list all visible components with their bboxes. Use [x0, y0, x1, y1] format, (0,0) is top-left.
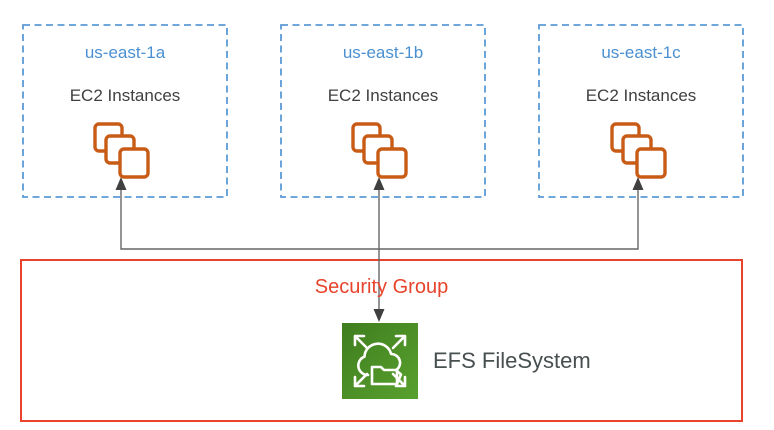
ec2-instances-stack-icon [610, 122, 667, 179]
az-title-us-east-1c: us-east-1c [601, 43, 681, 62]
efs-cloud-folder-expand-icon [342, 323, 418, 399]
az-service-label: EC2 Instances [69, 86, 181, 105]
ec2-instances-stack-icon [351, 122, 408, 179]
az-box-us-east-1a [22, 24, 228, 198]
ec2-instances-stack-icon [93, 122, 150, 179]
security-group-label: Security Group [314, 276, 449, 298]
efs-filesystem-label: EFS FileSystem [433, 348, 591, 373]
arrowhead-down-efs [373, 309, 385, 322]
az-box-us-east-1c [538, 24, 744, 198]
az-service-label: EC2 Instances [327, 86, 439, 105]
arrowhead-up-az-a [115, 177, 127, 190]
security-group-box [20, 259, 743, 422]
az-title-us-east-1b: us-east-1b [342, 43, 424, 62]
arrowhead-up-az-b [373, 177, 385, 190]
az-box-us-east-1b [280, 24, 486, 198]
arrowhead-up-az-c [632, 177, 644, 190]
az-title-us-east-1a: us-east-1a [84, 43, 166, 62]
az-service-label: EC2 Instances [585, 86, 697, 105]
